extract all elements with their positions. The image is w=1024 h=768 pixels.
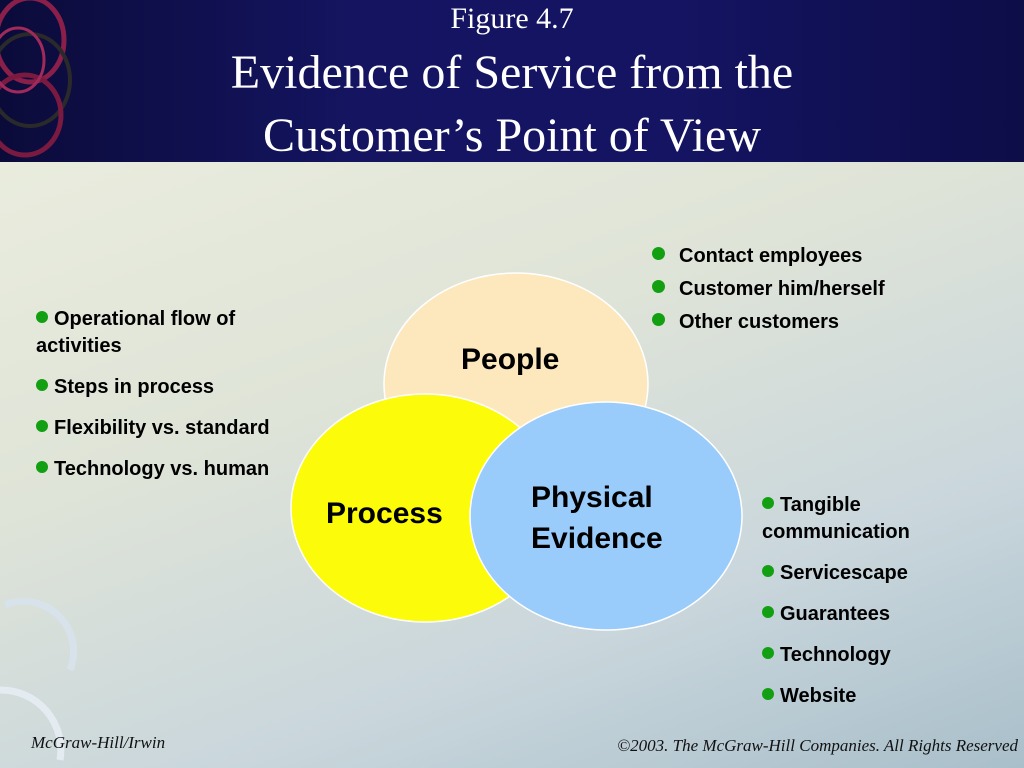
list-item-text: Customer him/herself (679, 278, 885, 300)
decorative-rings-graphic (0, 0, 72, 158)
list-item-text: Servicescape (780, 562, 908, 584)
ring (0, 32, 72, 128)
process-label: Process (326, 497, 443, 530)
list-item-text: Technology (780, 644, 891, 666)
bullet-icon (36, 311, 48, 323)
bullet-icon (652, 313, 665, 326)
physical-evidence-bullet-list: Tangible communication Servicescape Guar… (762, 492, 1002, 724)
list-item: Guarantees (762, 601, 1002, 628)
physical-evidence-label: Physical Evidence (531, 477, 721, 559)
physical-evidence-label-line-2: Evidence (531, 522, 663, 555)
people-label: People (461, 343, 560, 376)
bullet-icon (762, 647, 774, 659)
list-item: Servicescape (762, 560, 1002, 587)
ring (0, 72, 64, 158)
list-item: Contact employees (652, 240, 885, 273)
list-item-text: Website (780, 685, 857, 707)
list-item: Operational flow of activities (36, 306, 286, 360)
people-bullet-list: Contact employees Customer him/herself O… (652, 240, 885, 339)
list-item-text: Tangible communication (762, 494, 910, 543)
physical-evidence-circle (469, 401, 743, 631)
ring (0, 0, 67, 85)
bullet-icon (762, 688, 774, 700)
figure-label: Figure 4.7 (450, 2, 574, 35)
bullet-icon (36, 420, 48, 432)
list-item-text: Other customers (679, 311, 840, 333)
list-item: Technology (762, 642, 1002, 669)
title-banner: Figure 4.7 Evidence of Service from the … (0, 0, 1024, 162)
bullet-icon (36, 379, 48, 391)
list-item: Website (762, 683, 1002, 710)
bullet-icon (762, 565, 774, 577)
list-item: Steps in process (36, 374, 286, 401)
page-title-line-1: Evidence of Service from the (230, 46, 794, 99)
list-item-text: Steps in process (54, 376, 215, 398)
ring (0, 26, 46, 94)
bullet-icon (762, 606, 774, 618)
list-item-text: Flexibility vs. standard (54, 417, 270, 439)
bullet-icon (652, 280, 665, 293)
footer-copyright: ©2003. The McGraw-Hill Companies. All Ri… (617, 736, 1018, 755)
page-title-line-2: Customer’s Point of View (262, 109, 762, 162)
list-item-text: Technology vs. human (54, 458, 270, 480)
list-item-text: Operational flow of activities (36, 308, 236, 357)
physical-evidence-label-line-1: Physical (531, 481, 653, 514)
list-item: Other customers (652, 306, 885, 339)
decorative-arc-upper (3, 597, 78, 672)
footer-publisher: McGraw-Hill/Irwin (31, 733, 166, 752)
list-item-text: Contact employees (679, 245, 863, 267)
bullet-icon (652, 247, 665, 260)
list-item: Customer him/herself (652, 273, 885, 306)
list-item: Technology vs. human (36, 456, 286, 483)
list-item: Flexibility vs. standard (36, 415, 286, 442)
decorative-arc-lower (0, 686, 65, 761)
list-item-text: Guarantees (780, 603, 891, 625)
bullet-icon (36, 461, 48, 473)
bullet-icon (762, 497, 774, 509)
process-bullet-list: Operational flow of activities Steps in … (36, 306, 286, 497)
list-item: Tangible communication (762, 492, 1002, 546)
